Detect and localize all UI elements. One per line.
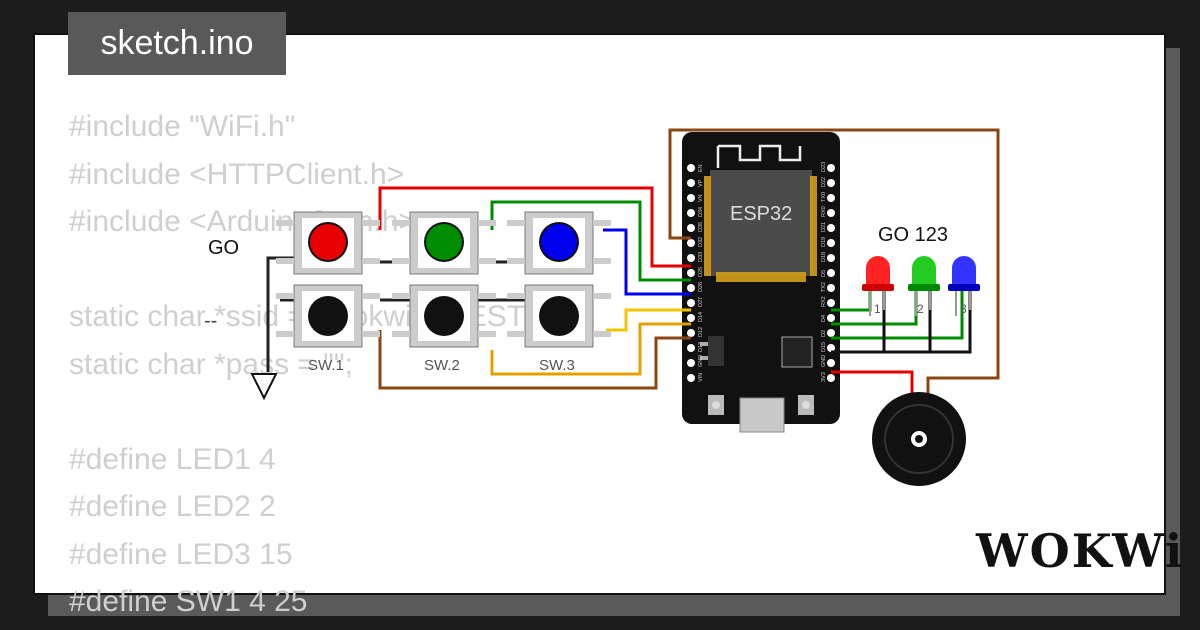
gnd-dash: --	[204, 310, 217, 332]
pin-label: RX2	[821, 296, 827, 307]
code-line: #include <HTTPClient.h>	[69, 157, 405, 191]
pin-label: D26	[698, 282, 704, 292]
pushbutton-sw1[interactable]	[276, 284, 380, 348]
pin-label: VP	[698, 179, 704, 187]
wire-blue	[603, 228, 691, 296]
esp32-label: ESP32	[730, 203, 792, 225]
pin-label: D4	[821, 315, 827, 322]
pin-label: D32	[698, 237, 704, 247]
led-number-1: 1	[874, 302, 881, 316]
pushbutton-sw3[interactable]	[507, 284, 611, 348]
pin-label: D15	[821, 342, 827, 352]
pin-label: VN	[698, 194, 704, 202]
switch-label-1: SW.1	[308, 357, 344, 374]
wires	[266, 128, 1000, 395]
wokwi-logo: WOKWi	[976, 524, 1185, 578]
go-label: GO	[208, 237, 239, 259]
led-green[interactable]	[908, 256, 940, 316]
pin-label: 3V3	[821, 372, 827, 382]
buzzer[interactable]	[872, 392, 966, 486]
code-line: #define LED2 2	[69, 490, 276, 523]
preview-card: #include "WiFi.h" #include <HTTPClient.h>…	[33, 33, 1166, 618]
pin-label: D12	[698, 327, 704, 337]
wire-red	[378, 186, 691, 268]
pushbutton-blue[interactable]	[507, 211, 611, 275]
code-line: #define SW1 4 25	[69, 585, 308, 618]
pin-label: D14	[698, 312, 704, 322]
pin-label: D25	[698, 267, 704, 277]
pin-label: D33	[698, 252, 704, 262]
pin-label: D5	[821, 270, 827, 277]
code-line: #define LED1 4	[69, 442, 276, 476]
switch-label-2: SW.2	[424, 357, 460, 374]
ground-symbol	[250, 373, 278, 401]
switch-label-3: SW.3	[539, 357, 575, 374]
pin-label: D27	[698, 297, 704, 307]
pin-label: D18	[821, 252, 827, 262]
file-tab[interactable]: sketch.ino	[68, 12, 286, 75]
led-number-2: 2	[917, 302, 924, 316]
pin-label: GND	[698, 355, 704, 367]
pin-label: D21	[821, 222, 827, 232]
pin-label: TX2	[821, 282, 827, 292]
pin-label: D35	[698, 222, 704, 232]
code-line: #include "WiFi.h"	[69, 110, 296, 143]
pin-label: D22	[821, 177, 827, 187]
wire-yellow	[606, 308, 691, 332]
pin-label: GND	[821, 355, 827, 367]
pushbutton-green[interactable]	[392, 211, 496, 275]
pin-label: TX0	[821, 192, 827, 202]
led-number-3: 3	[960, 302, 967, 316]
led-blue[interactable]	[948, 256, 980, 316]
pin-label: D34	[698, 207, 704, 217]
pin-label: VIN	[698, 373, 704, 382]
pushbutton-sw2[interactable]	[392, 284, 496, 348]
go123-label: GO 123	[878, 224, 948, 246]
wire-brown-bottom	[378, 330, 691, 390]
pin-label: D19	[821, 237, 827, 247]
pin-label: D23	[821, 162, 827, 172]
pushbutton-red[interactable]	[276, 211, 380, 275]
pin-label: D13	[698, 342, 704, 352]
esp32-board[interactable]: ESP32 EN VP VN D34	[682, 132, 840, 433]
wire-brown-buzzer	[668, 128, 1000, 395]
pin-label: RX0	[821, 206, 827, 217]
led-red[interactable]	[862, 256, 894, 316]
code-line: #define LED3 15	[69, 537, 293, 571]
wire-green	[490, 200, 691, 282]
pin-label: D2	[821, 330, 827, 337]
wire-orange	[490, 322, 691, 376]
pin-label: EN	[698, 164, 704, 172]
